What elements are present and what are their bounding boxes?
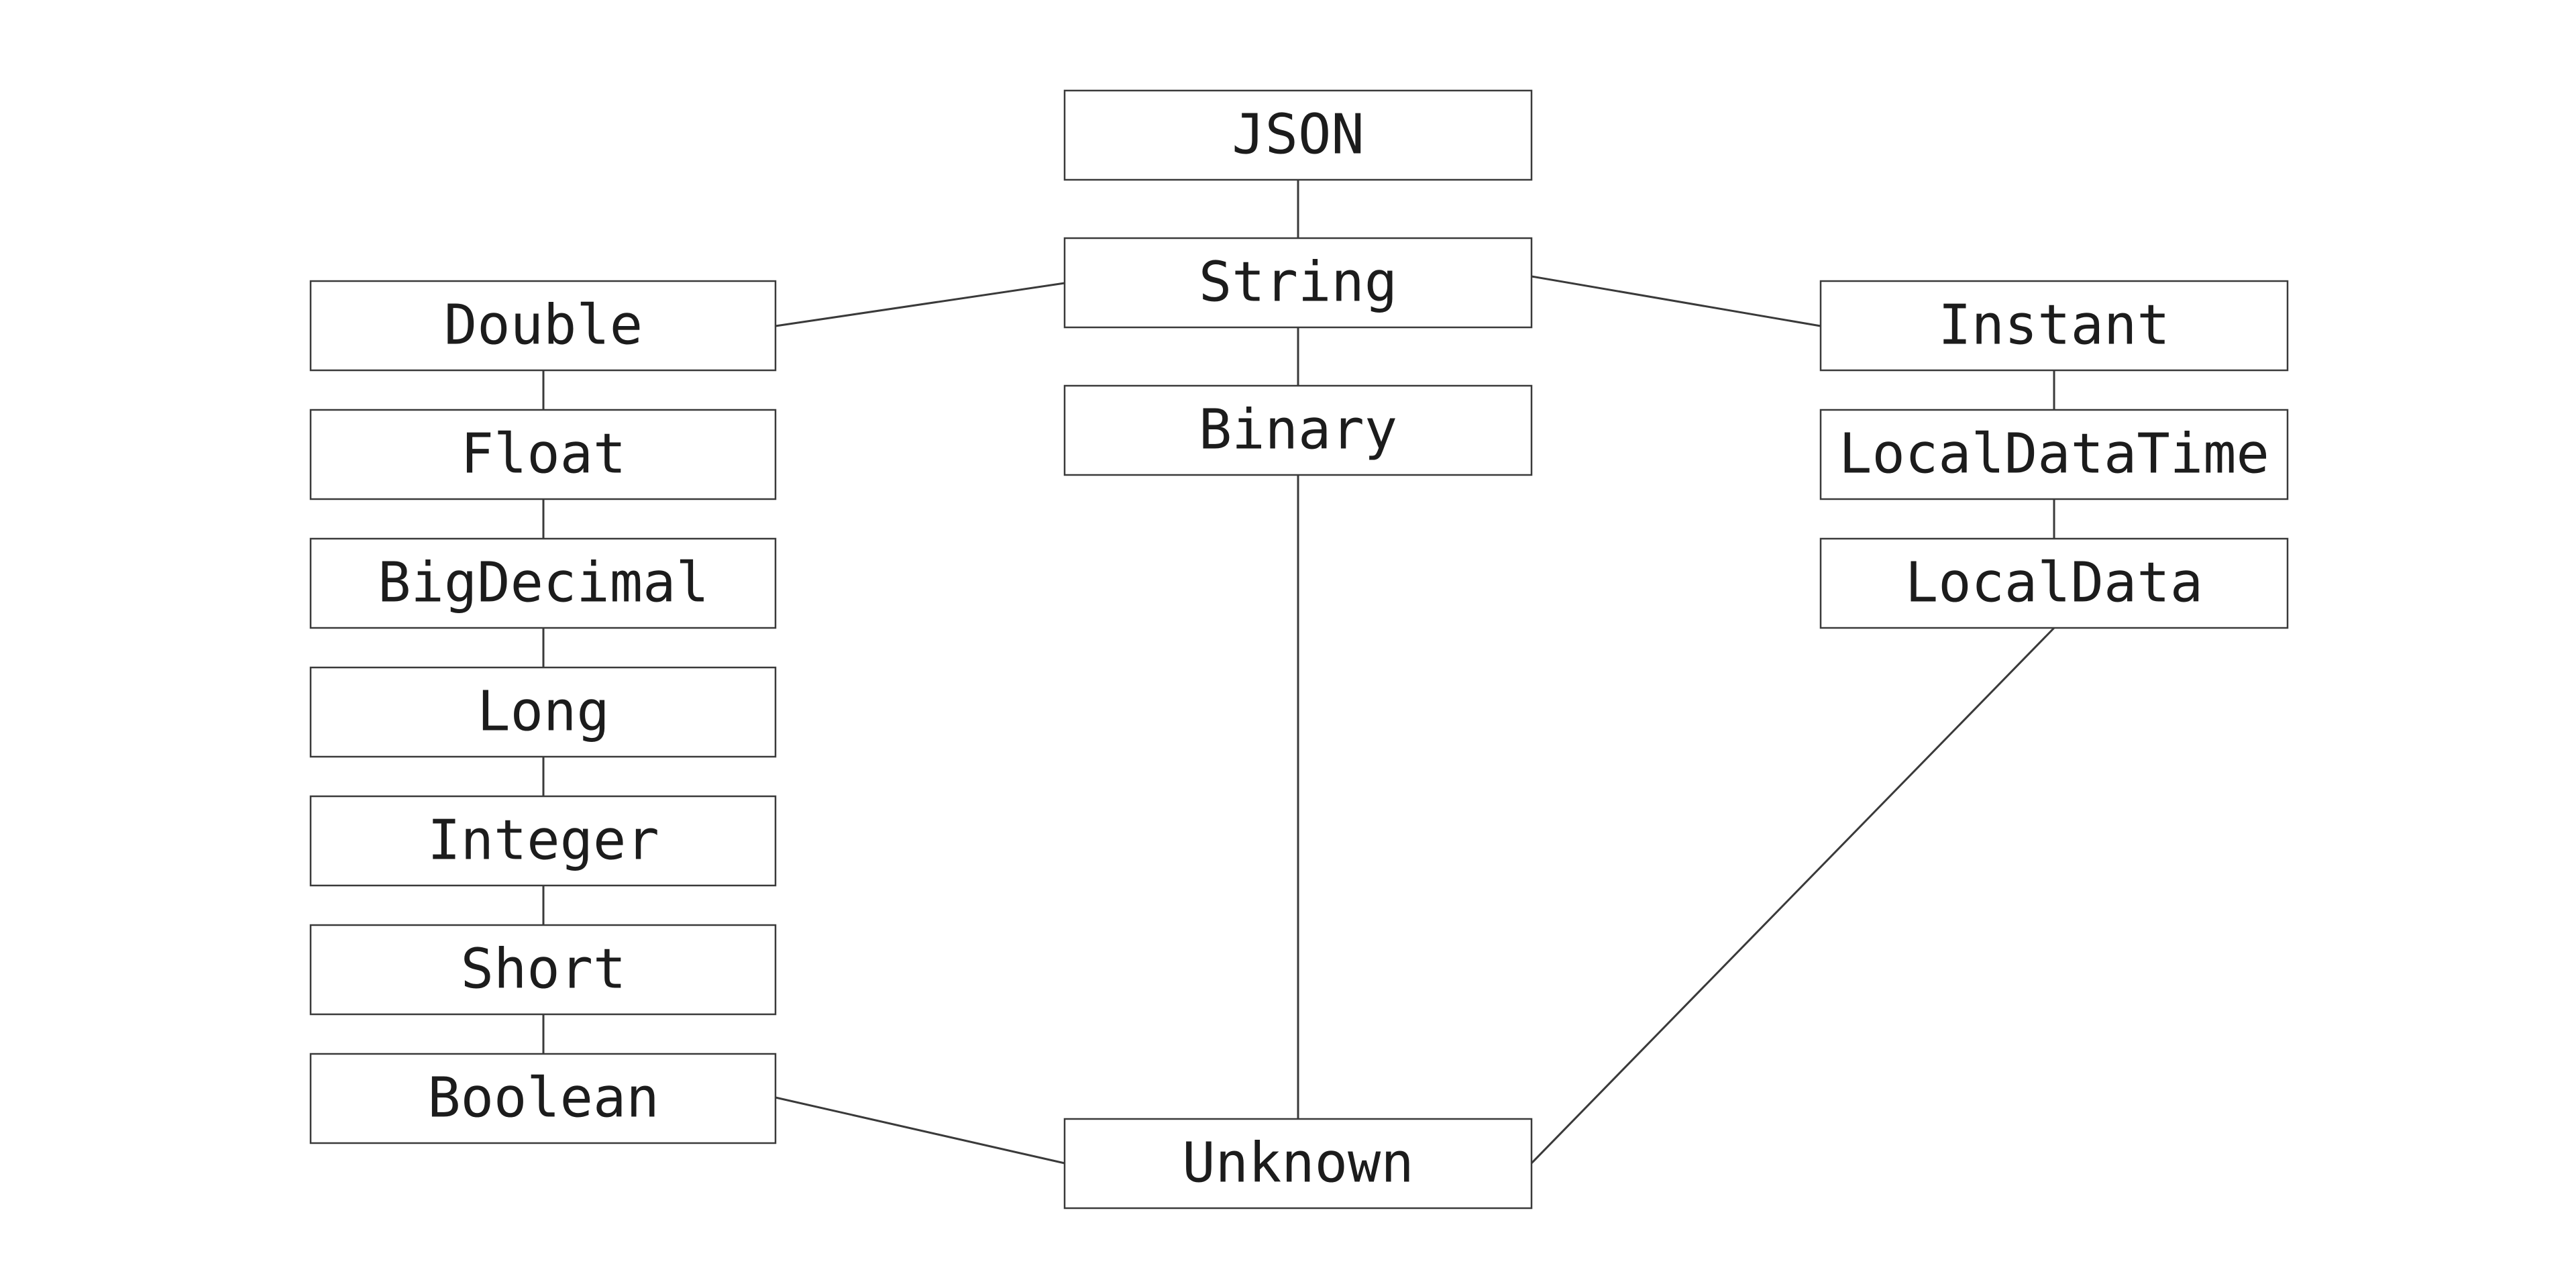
node-label: Float (461, 423, 627, 486)
node-label: BigDecimal (378, 551, 709, 615)
edges (542, 180, 2055, 1165)
node-boolean: Boolean (309, 1053, 777, 1144)
node-localdatatime: LocalDataTime (1819, 409, 2289, 500)
edge-string-instant (1531, 275, 1821, 327)
node-label: Short (461, 938, 627, 1002)
node-label: LocalDataTime (1839, 423, 2269, 486)
node-label: LocalData (1905, 551, 2203, 615)
node-label: String (1199, 251, 1397, 315)
edge-localdata-unknown (1530, 627, 2055, 1165)
edge-boolean-unknown (775, 1096, 1065, 1165)
node-long: Long (309, 666, 777, 758)
node-binary: Binary (1063, 384, 1533, 476)
node-label: Boolean (427, 1067, 659, 1130)
node-label: Instant (1938, 294, 2170, 358)
node-string: String (1063, 237, 1533, 329)
node-localdata: LocalData (1819, 537, 2289, 629)
node-label: Double (444, 294, 643, 358)
node-double: Double (309, 280, 777, 372)
node-float: Float (309, 409, 777, 500)
node-label: Integer (427, 809, 659, 873)
node-unknown: Unknown (1063, 1118, 1533, 1210)
node-bigdecimal: BigDecimal (309, 537, 777, 629)
node-label: Binary (1199, 398, 1397, 462)
node-integer: Integer (309, 795, 777, 887)
node-json: JSON (1063, 89, 1533, 181)
node-label: Long (477, 680, 609, 744)
node-short: Short (309, 924, 777, 1016)
node-label: JSON (1232, 103, 1364, 167)
node-instant: Instant (1819, 280, 2289, 372)
edge-string-double (775, 282, 1065, 327)
node-label: Unknown (1182, 1132, 1414, 1195)
